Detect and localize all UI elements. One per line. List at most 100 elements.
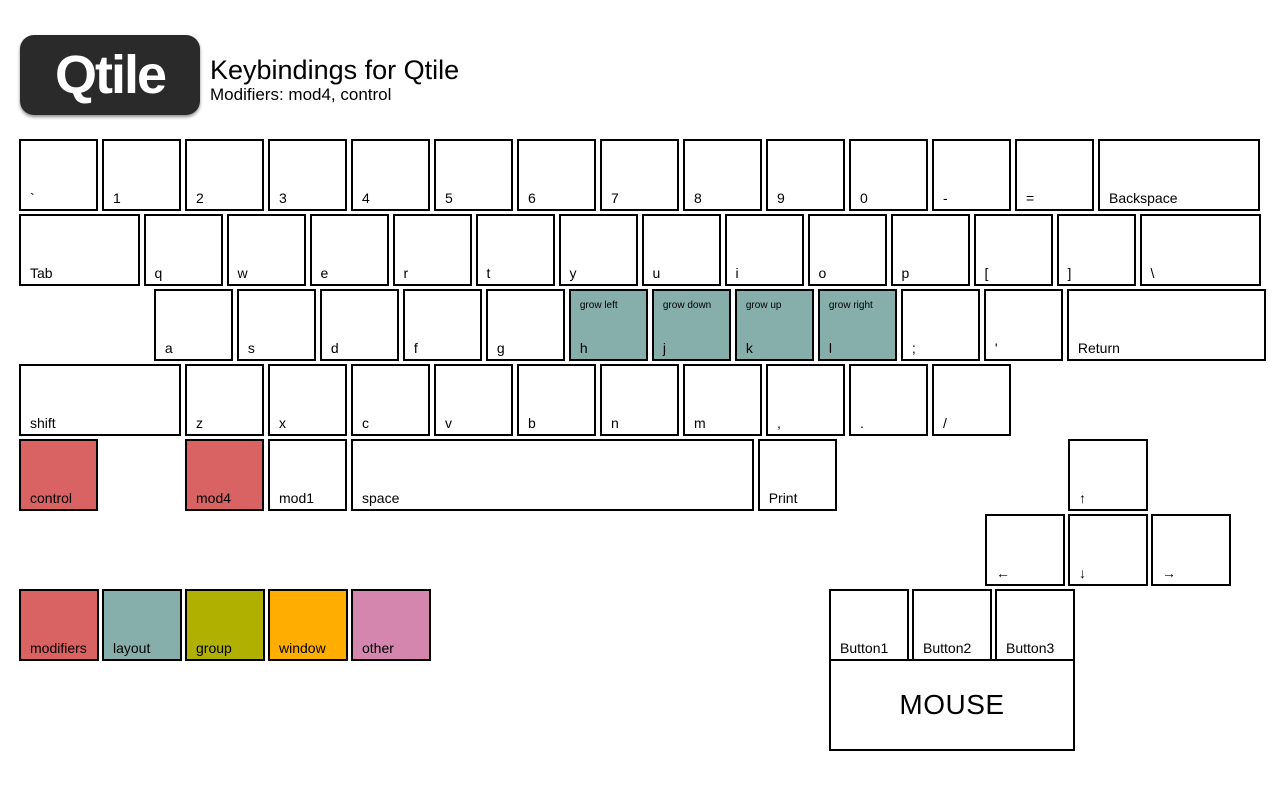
key-backtick: ` — [19, 139, 98, 211]
key-label: c — [362, 415, 369, 431]
mouse-label: MOUSE — [899, 689, 1005, 720]
key-label: w — [237, 265, 248, 281]
key-label: l — [828, 340, 832, 356]
key-label: , — [777, 415, 781, 431]
key-i: i — [724, 214, 804, 286]
key-label: → — [1162, 565, 1176, 581]
key-label: ; — [911, 340, 916, 356]
key-label: - — [943, 190, 948, 206]
key-r: r — [392, 214, 472, 286]
key-label: Button1 — [840, 640, 889, 656]
key-t: t — [475, 214, 555, 286]
key-slash: / — [932, 364, 1011, 436]
key-6: 6 — [517, 139, 596, 211]
key-arrow-down: ↓ — [1068, 514, 1148, 586]
key-label: e — [320, 265, 329, 281]
key-label: h — [579, 340, 588, 356]
key-label: 9 — [777, 190, 785, 206]
key-h: grow left h — [568, 289, 648, 361]
key-q: q — [143, 214, 223, 286]
key-l: grow right l — [817, 289, 897, 361]
key-label: ↑ — [1079, 490, 1086, 506]
key-c: c — [351, 364, 430, 436]
key-e: e — [309, 214, 389, 286]
key-y: y — [558, 214, 638, 286]
key-d: d — [319, 289, 399, 361]
key-label: control — [30, 490, 73, 506]
key-w: w — [226, 214, 306, 286]
key-mod1: mod1 — [268, 439, 347, 511]
key-arrow-up: ↑ — [1068, 439, 1148, 511]
key-4: 4 — [351, 139, 430, 211]
key-n: n — [600, 364, 679, 436]
legend-modifiers: modifiers — [19, 589, 99, 661]
page-title: Keybindings for Qtile — [210, 55, 460, 85]
key-binding-description: grow up — [745, 300, 782, 311]
key-label: group — [196, 640, 232, 656]
mouse-button-2: Button2 — [912, 589, 992, 661]
key-label: o — [818, 265, 827, 281]
key-label: p — [901, 265, 910, 281]
key-label: 3 — [279, 190, 287, 206]
key-binding-description: grow right — [828, 300, 873, 311]
key-k: grow up k — [734, 289, 814, 361]
mouse-panel: MOUSE — [829, 659, 1075, 751]
mouse-button-1: Button1 — [829, 589, 909, 661]
mouse-button-3: Button3 — [995, 589, 1075, 661]
key-label: \ — [1150, 265, 1155, 281]
key-label: f — [413, 340, 418, 356]
qtile-logo-mark: Qtile — [55, 45, 168, 105]
key-backspace: Backspace — [1098, 139, 1260, 211]
key-label: m — [694, 415, 706, 431]
key-label: ` — [30, 190, 35, 206]
key-label: Print — [768, 490, 798, 506]
key-label: 2 — [196, 190, 204, 206]
key-label: r — [403, 265, 409, 281]
key-label: = — [1026, 190, 1035, 206]
key-label: . — [860, 415, 864, 431]
key-arrow-left: ← — [985, 514, 1065, 586]
key-semicolon: ; — [900, 289, 980, 361]
key-return: Return — [1066, 289, 1266, 361]
key-label: d — [330, 340, 339, 356]
key-b: b — [517, 364, 596, 436]
key-m: m — [683, 364, 762, 436]
key-label: Backspace — [1109, 190, 1178, 206]
key-lbracket: [ — [973, 214, 1053, 286]
key-label: other — [362, 640, 394, 656]
key-label: layout — [113, 640, 151, 656]
key-5: 5 — [434, 139, 513, 211]
key-9: 9 — [766, 139, 845, 211]
key-label: mod4 — [196, 490, 232, 506]
key-label: k — [745, 340, 753, 356]
key-label: i — [735, 265, 739, 281]
key-label: b — [528, 415, 536, 431]
key-binding-description: grow left — [579, 300, 618, 311]
key-label: [ — [984, 265, 989, 281]
key-label: Tab — [30, 265, 53, 281]
key-v: v — [434, 364, 513, 436]
key-x: x — [268, 364, 347, 436]
key-label: 8 — [694, 190, 702, 206]
key-label: ' — [994, 340, 998, 356]
key-label: t — [486, 265, 491, 281]
key-label: mod1 — [279, 490, 315, 506]
key-label: space — [362, 490, 400, 506]
key-label: j — [662, 340, 666, 356]
key-mod4: mod4 — [185, 439, 264, 511]
key-label: g — [496, 340, 505, 356]
legend-group: group — [185, 589, 265, 661]
logo-text: Qtile — [55, 45, 166, 105]
key-o: o — [807, 214, 887, 286]
key-label: / — [943, 415, 947, 431]
key-u: u — [641, 214, 721, 286]
key-print: Print — [757, 439, 837, 511]
key-arrow-right: → — [1151, 514, 1231, 586]
key-f: f — [402, 289, 482, 361]
key-tab: Tab — [19, 214, 140, 286]
key-label: 4 — [362, 190, 370, 206]
key-label: 0 — [860, 190, 868, 206]
key-z: z — [185, 364, 264, 436]
key-space: space — [351, 439, 754, 511]
